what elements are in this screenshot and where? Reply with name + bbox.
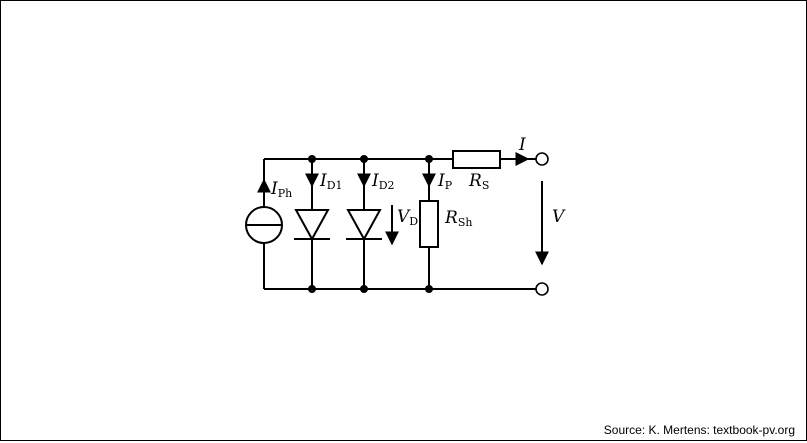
output-terminal-top bbox=[535, 152, 549, 166]
junction-dot bbox=[308, 285, 316, 293]
source-caption: Source: K. Mertens: textbook-pv.org bbox=[603, 423, 795, 437]
diode2-current-label: ID2 bbox=[371, 171, 395, 192]
photo-current-label: IPh bbox=[270, 179, 292, 200]
diode2-symbol bbox=[346, 209, 382, 242]
shunt-resistor-label: RSh bbox=[444, 208, 472, 229]
series-resistor-label: RS bbox=[468, 171, 489, 192]
output-terminal-bottom bbox=[535, 282, 549, 296]
junction-dot bbox=[360, 155, 368, 163]
parallel-current-label: IP bbox=[437, 171, 453, 192]
series-resistor bbox=[452, 150, 501, 169]
junction-dot bbox=[425, 155, 433, 163]
output-current-label: I bbox=[518, 135, 526, 155]
diode1-symbol bbox=[294, 209, 330, 242]
diode-voltage-label: VD bbox=[397, 207, 418, 228]
diode1-current-label: ID1 bbox=[319, 171, 343, 192]
junction-dot bbox=[360, 285, 368, 293]
junction-dot bbox=[308, 155, 316, 163]
output-voltage-label: V bbox=[552, 207, 566, 227]
junction-dot bbox=[425, 285, 433, 293]
shunt-resistor bbox=[419, 200, 439, 248]
